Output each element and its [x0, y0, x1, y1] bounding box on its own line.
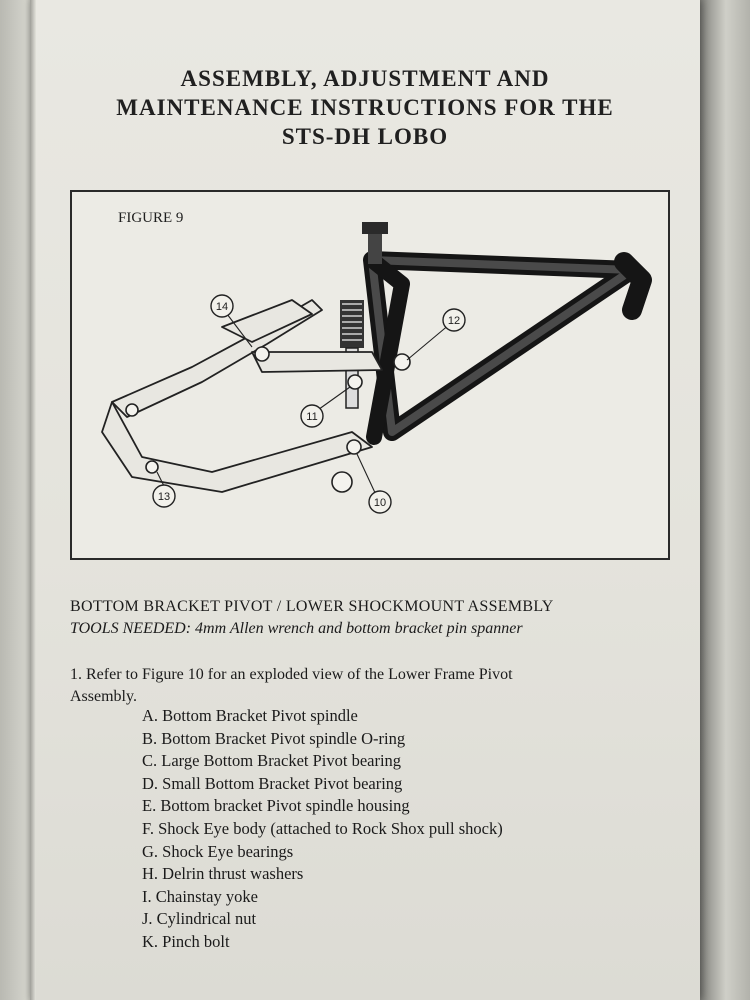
manual-page: ASSEMBLY, ADJUSTMENT AND MAINTENANCE INS… [30, 0, 700, 1000]
callout-14: 14 [210, 294, 234, 318]
list-item: F. Shock Eye body (attached to Rock Shox… [142, 818, 503, 838]
list-item: A. Bottom Bracket Pivot spindle [142, 706, 358, 725]
bike-frame-illustration: 14 12 11 13 10 [101, 222, 652, 514]
seatpost [368, 234, 382, 264]
list-item: E. Bottom bracket Pivot spindle housing [142, 796, 410, 816]
callout-13: 13 [152, 484, 176, 508]
pivot-points [125, 346, 411, 493]
list-item: K. Pinch bolt [142, 931, 230, 951]
callout-12: 12 [442, 308, 466, 332]
svg-text:13: 13 [158, 491, 170, 503]
tools-label: TOOLS NEEDED: [70, 620, 192, 637]
callout-10: 10 [368, 490, 392, 514]
rear-swingarm [101, 299, 383, 493]
page-title: ASSEMBLY, ADJUSTMENT AND MAINTENANCE INS… [30, 64, 700, 151]
list-item: I. Chainstay yoke [142, 886, 258, 906]
backdrop-right [690, 0, 750, 1000]
section-heading: BOTTOM BRACKET PIVOT / LOWER SHOCKMOUNT … [70, 598, 554, 615]
title-line-2: MAINTENANCE INSTRUCTIONS FOR THE [116, 95, 614, 120]
list-item: J. Cylindrical nut [142, 909, 257, 929]
seatpost-clamp [362, 222, 388, 234]
tools-value: 4mm Allen wrench and bottom bracket pin … [195, 620, 523, 637]
svg-text:10: 10 [374, 497, 386, 509]
svg-text:14: 14 [216, 301, 228, 313]
page-spine [30, 0, 36, 1000]
parts-list: A. Bottom Bracket Pivot spindle B. Botto… [142, 705, 503, 954]
title-line-3: STS-DH LOBO [281, 124, 449, 149]
title-line-1: ASSEMBLY, ADJUSTMENT AND [180, 66, 550, 91]
callout-11: 11 [300, 404, 324, 428]
svg-text:12: 12 [448, 315, 460, 327]
step-1-text: 1. Refer to Figure 10 for an exploded vi… [70, 664, 670, 708]
step-1-line-1: 1. Refer to Figure 10 for an exploded vi… [70, 666, 513, 683]
list-item: B. Bottom Bracket Pivot spindle O-ring [142, 728, 406, 748]
figure-9-box: FIGURE 9 [70, 190, 670, 560]
front-triangle [363, 251, 652, 445]
callout-leaders [156, 309, 451, 498]
list-item: G. Shock Eye bearings [142, 841, 294, 861]
list-item: D. Small Bottom Bracket Pivot bearing [142, 773, 403, 793]
list-item: H. Delrin thrust washers [142, 864, 304, 884]
svg-text:11: 11 [306, 411, 317, 423]
figure-label: FIGURE 9 [118, 210, 184, 226]
list-item: C. Large Bottom Bracket Pivot bearing [142, 751, 402, 771]
step-1-line-2: Assembly. [70, 688, 137, 705]
tools-needed-line: TOOLS NEEDED: 4mm Allen wrench and botto… [70, 620, 523, 638]
